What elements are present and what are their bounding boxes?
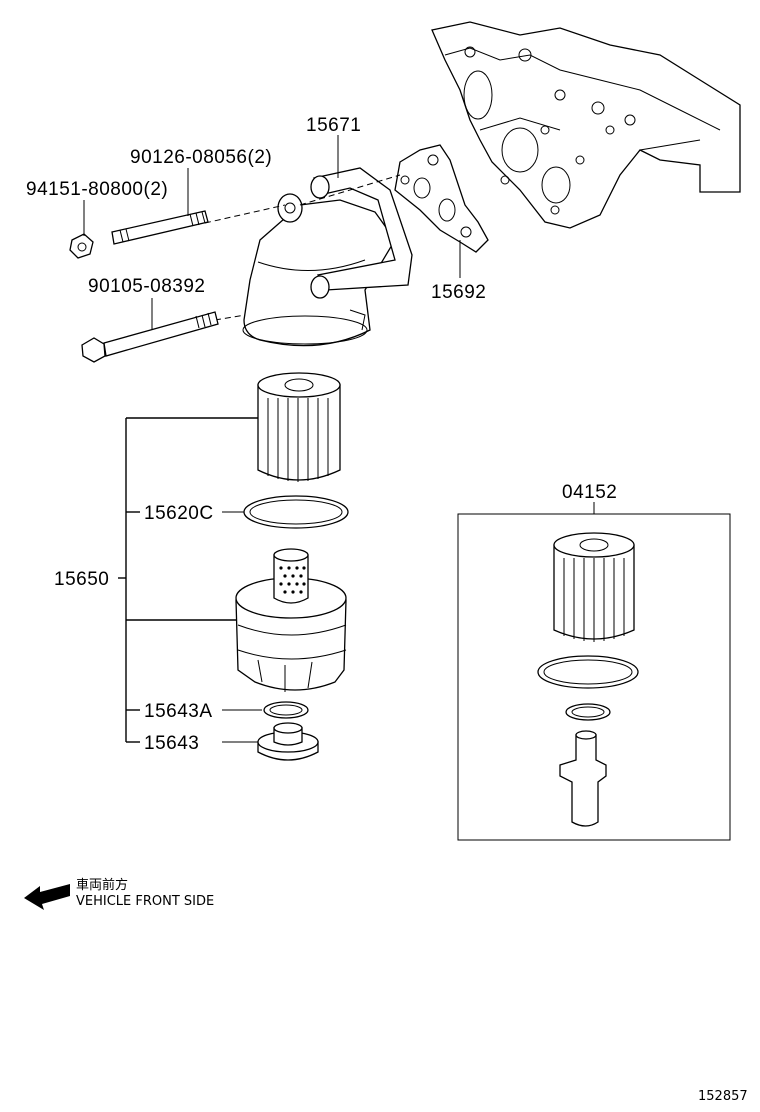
filter-element-left [257,372,341,482]
label-15692: 15692 [431,282,486,303]
label-94151: 94151-80800(2) [26,179,168,200]
filter-bracket-15671 [242,167,413,347]
front-direction-indicator: 車両前方 VEHICLE FRONT SIDE [24,877,214,910]
stud-90126 [111,210,209,245]
label-15650: 15650 [54,569,109,590]
label-15643a: 15643A [144,701,213,722]
label-90126: 90126-08056(2) [130,147,272,168]
label-15620c: 15620C [144,503,214,524]
nut-94151 [69,233,94,259]
o-ring-15643a [263,701,309,719]
gasket-15692 [394,144,489,253]
label-15643: 15643 [144,733,199,754]
filter-cap [235,548,347,692]
label-15671: 15671 [306,115,361,136]
group-bracket-15650 [118,417,258,743]
bolt-90105 [81,311,219,363]
kit-box-04152 [457,502,731,841]
o-ring-15620c [243,495,349,529]
illustration-id: 152857 [698,1089,748,1104]
direction-jp: 車両前方 [76,877,128,893]
drain-plug-15643 [257,722,319,761]
arrow-left-icon [24,884,70,910]
engine-block [431,21,741,229]
label-04152: 04152 [562,482,617,503]
direction-en: VEHICLE FRONT SIDE [76,894,214,909]
label-90105: 90105-08392 [88,276,206,297]
